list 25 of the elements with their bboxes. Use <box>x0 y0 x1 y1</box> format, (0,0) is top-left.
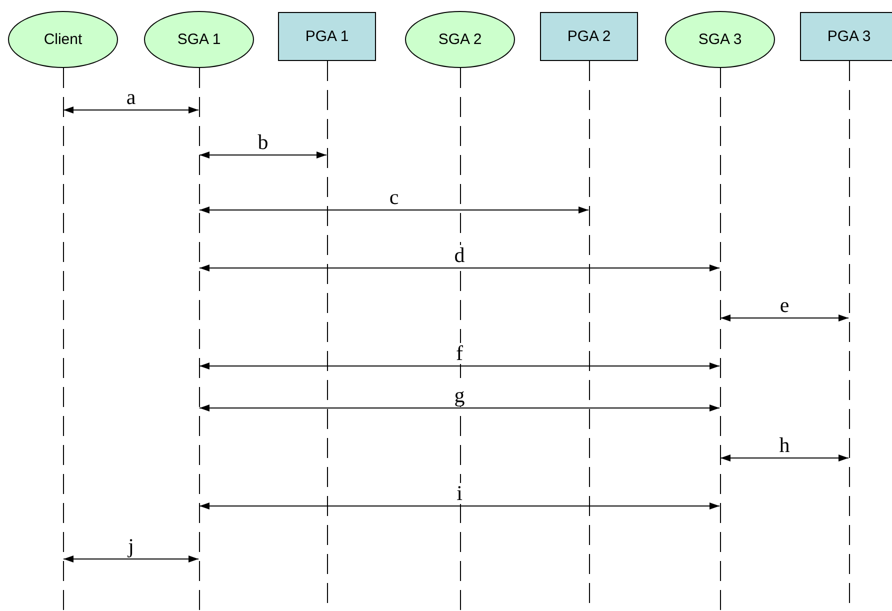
edge-label: f <box>454 343 465 364</box>
message-arrow <box>199 152 327 158</box>
lifeline <box>198 68 200 611</box>
edge-label: i <box>454 483 464 504</box>
message-arrow <box>63 106 199 114</box>
participant-label: PGA 1 <box>305 28 349 45</box>
message-arrow <box>720 314 849 322</box>
participant-box <box>540 12 638 61</box>
message-arrow <box>199 362 720 370</box>
message-arrow <box>63 556 199 562</box>
participant-label: SGA 3 <box>698 31 742 48</box>
message-arrow <box>720 454 849 462</box>
message-arrow <box>199 264 720 272</box>
lifeline <box>62 68 64 611</box>
message-arrow <box>199 502 720 510</box>
participant-label: SGA 2 <box>438 31 482 48</box>
participant-label: Client <box>44 31 82 48</box>
participant-label: PGA 2 <box>567 28 611 45</box>
participant-box <box>278 12 376 61</box>
message-arrow <box>199 206 589 214</box>
participant-box <box>800 12 892 61</box>
message-arrow <box>199 404 720 412</box>
participant-label: SGA 1 <box>177 31 221 48</box>
participant-label: PGA 3 <box>827 28 871 45</box>
edge-label: g <box>452 385 467 406</box>
